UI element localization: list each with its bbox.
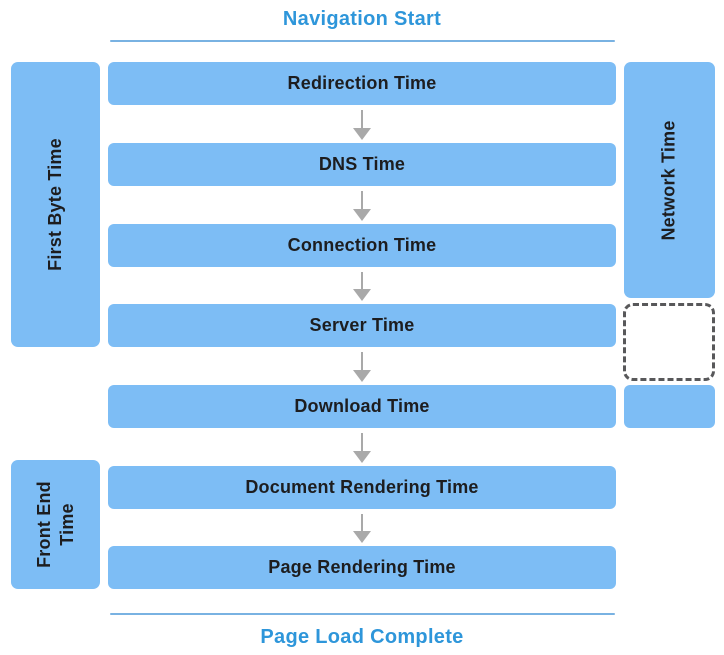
arrow-stem	[361, 433, 363, 451]
arrow-down-icon	[353, 272, 371, 301]
page-load-complete-title: Page Load Complete	[260, 626, 464, 648]
arrow-down-icon	[353, 191, 371, 221]
front-end-time-label: Front End Time	[34, 481, 77, 568]
page-load-complete-rule	[110, 613, 615, 615]
network-time-extension-segment	[624, 385, 715, 428]
flow-step-server-time: Server Time	[108, 304, 616, 347]
arrow-down-icon	[353, 352, 371, 382]
flow-step-label: Download Time	[294, 396, 430, 416]
arrow-stem	[361, 272, 363, 289]
arrow-head	[353, 289, 371, 301]
arrow-head	[353, 451, 371, 463]
flow-step-label: Connection Time	[287, 235, 437, 255]
arrow-stem	[361, 514, 363, 531]
flow-step-page-rendering-time: Page Rendering Time	[108, 546, 616, 589]
flow-step-dns-time: DNS Time	[108, 143, 616, 186]
flow-step-label: Server Time	[309, 315, 415, 335]
flow-step-document-rendering-time: Document Rendering Time	[108, 466, 616, 509]
arrow-down-icon	[353, 110, 371, 140]
flow-step-label: Page Rendering Time	[268, 557, 456, 577]
flow-step-connection-time: Connection Time	[108, 224, 616, 267]
arrow-stem	[361, 352, 363, 370]
flow-step-redirection-time: Redirection Time	[108, 62, 616, 105]
arrow-stem	[361, 110, 363, 128]
first-byte-time-label: First Byte Time	[45, 138, 65, 271]
navigation-start-title: Navigation Start	[282, 8, 442, 30]
first-byte-time-bracket: First Byte Time	[11, 62, 100, 347]
network-time-bracket: Network Time	[624, 62, 715, 298]
network-time-placeholder-dashed-box	[623, 303, 715, 381]
arrow-down-icon	[353, 514, 371, 543]
arrow-stem	[361, 191, 363, 209]
flow-step-download-time: Download Time	[108, 385, 616, 428]
front-end-time-bracket: Front End Time	[11, 460, 100, 589]
network-time-label: Network Time	[659, 119, 680, 241]
flow-step-label: DNS Time	[318, 154, 406, 174]
arrow-head	[353, 209, 371, 221]
navigation-start-rule	[110, 40, 615, 42]
arrow-head	[353, 531, 371, 543]
arrow-head	[353, 128, 371, 140]
arrow-head	[353, 370, 371, 382]
flow-step-label: Redirection Time	[287, 73, 437, 93]
flow-step-label: Document Rendering Time	[245, 477, 479, 497]
arrow-down-icon	[353, 433, 371, 463]
